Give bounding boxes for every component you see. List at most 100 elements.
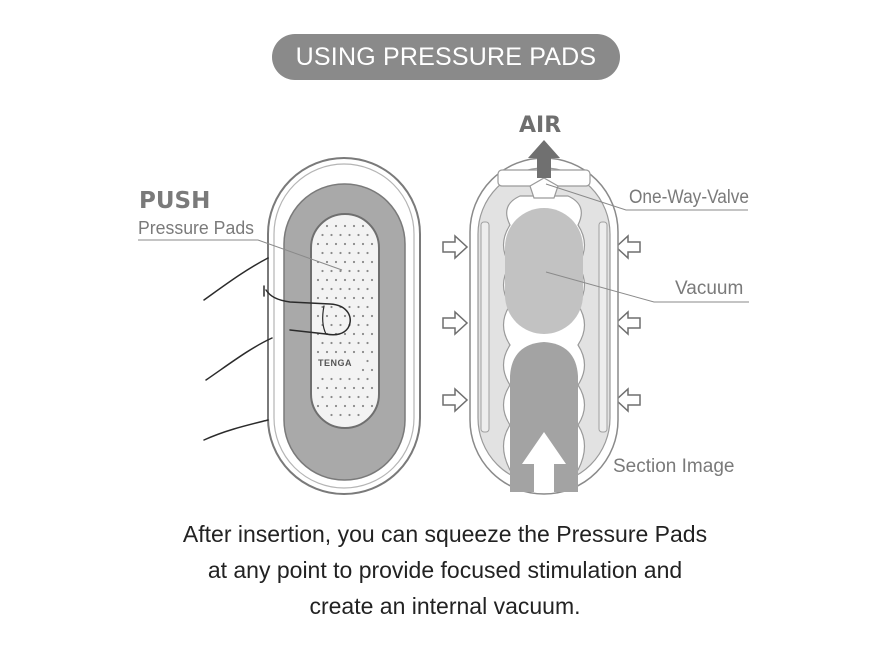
pad-dot [361,296,365,300]
caption-line-2: at any point to provide focused stimulat… [207,557,683,583]
pad-dot [348,341,351,345]
squeeze-arrows [442,234,641,413]
pad-dot [348,287,351,291]
pad-dot [325,386,329,390]
lower-chamber [510,342,578,492]
pad-dot [321,233,324,237]
pad-dot [370,296,374,300]
pad-dot [357,395,360,399]
pad-dot [334,242,338,246]
pad-dot [370,404,374,408]
squeeze-arrow-left [442,310,469,336]
pad-dot [316,242,320,246]
pad-dot [316,278,320,282]
pad-dot [334,278,338,282]
pad-dot [357,323,360,327]
vacuum-label: Vacuum [675,278,743,299]
pad-dot [357,251,360,255]
pad-dot [343,278,347,282]
pad-dot [330,233,333,237]
pad-dot [316,404,320,408]
pad-dot [352,296,356,300]
pad-dot [343,332,347,336]
left-pad-slot [480,221,490,433]
pad-dot [366,395,369,399]
pad-dot [370,332,374,336]
pad-dot [321,341,324,345]
pad-dot [366,377,369,381]
push-label: PUSH [139,188,210,214]
brand-logo: TENGA [318,358,352,368]
pad-dot [352,242,356,246]
valve-leader-line [545,183,748,211]
pad-dot [352,224,356,228]
pad-dot [361,332,365,336]
pad-dot [366,323,369,327]
pad-dot [334,260,338,264]
pad-dot [348,395,351,399]
pad-dot [334,296,338,300]
pad-dot [348,233,351,237]
pad-dot [352,278,356,282]
pad-dot [339,287,342,291]
pad-dot [334,386,338,390]
pad-dot [330,269,333,273]
pad-dot [334,224,338,228]
pressure-pads-label: Pressure Pads [138,218,254,238]
pad-dot [325,278,329,282]
pressure-pad [310,213,380,429]
pad-dot [361,260,365,264]
pad-dot [366,251,369,255]
squeeze-arrow-right [614,310,641,336]
pad-dot [325,224,329,228]
pad-dot [370,260,374,264]
squeeze-arrow-left [442,387,469,413]
vacuum-chamber [505,208,583,334]
squeeze-arrow-right [614,387,641,413]
pad-dot [370,278,374,282]
pad-dot [343,224,347,228]
pad-dot [348,377,351,381]
pad-dot [330,323,333,327]
pad-dot [361,242,365,246]
pad-dot [339,395,342,399]
description-caption: After insertion, you can squeeze the Pre… [0,516,890,624]
device-shell-inner-line [273,163,415,489]
pad-dot [339,269,342,273]
pad-dot [366,305,369,309]
pad-dot [366,287,369,291]
one-way-valve-label: One-Way-Valve [629,187,749,208]
pad-dot [361,350,365,354]
pad-dot [366,341,369,345]
pad-dot [348,269,351,273]
pad-dot [316,314,320,318]
insertion-arrow [522,432,566,492]
pad-dot [352,332,356,336]
pad-dot [343,260,347,264]
pad-dot [339,323,342,327]
squeeze-arrow-left [442,234,469,260]
pad-dot [316,296,320,300]
pad-dot [339,341,342,345]
pad-dot [343,242,347,246]
air-arrow [528,140,560,178]
pad-dot [321,269,324,273]
hand-illustration [203,257,351,441]
pad-dot [330,395,333,399]
pad-dot [361,224,365,228]
pad-dot [357,305,360,309]
pad-dot [330,413,333,417]
pad-dot [357,233,360,237]
pad-dot [343,386,347,390]
pad-dot [357,269,360,273]
pad-dot [316,350,320,354]
pad-dot [361,386,365,390]
pad-dot [339,233,342,237]
pad-dot [352,350,356,354]
pad-dot [325,404,329,408]
device-front-view: TENGA [267,157,421,495]
section-view [469,140,619,495]
pad-dot [366,269,369,273]
pad-dot [343,296,347,300]
